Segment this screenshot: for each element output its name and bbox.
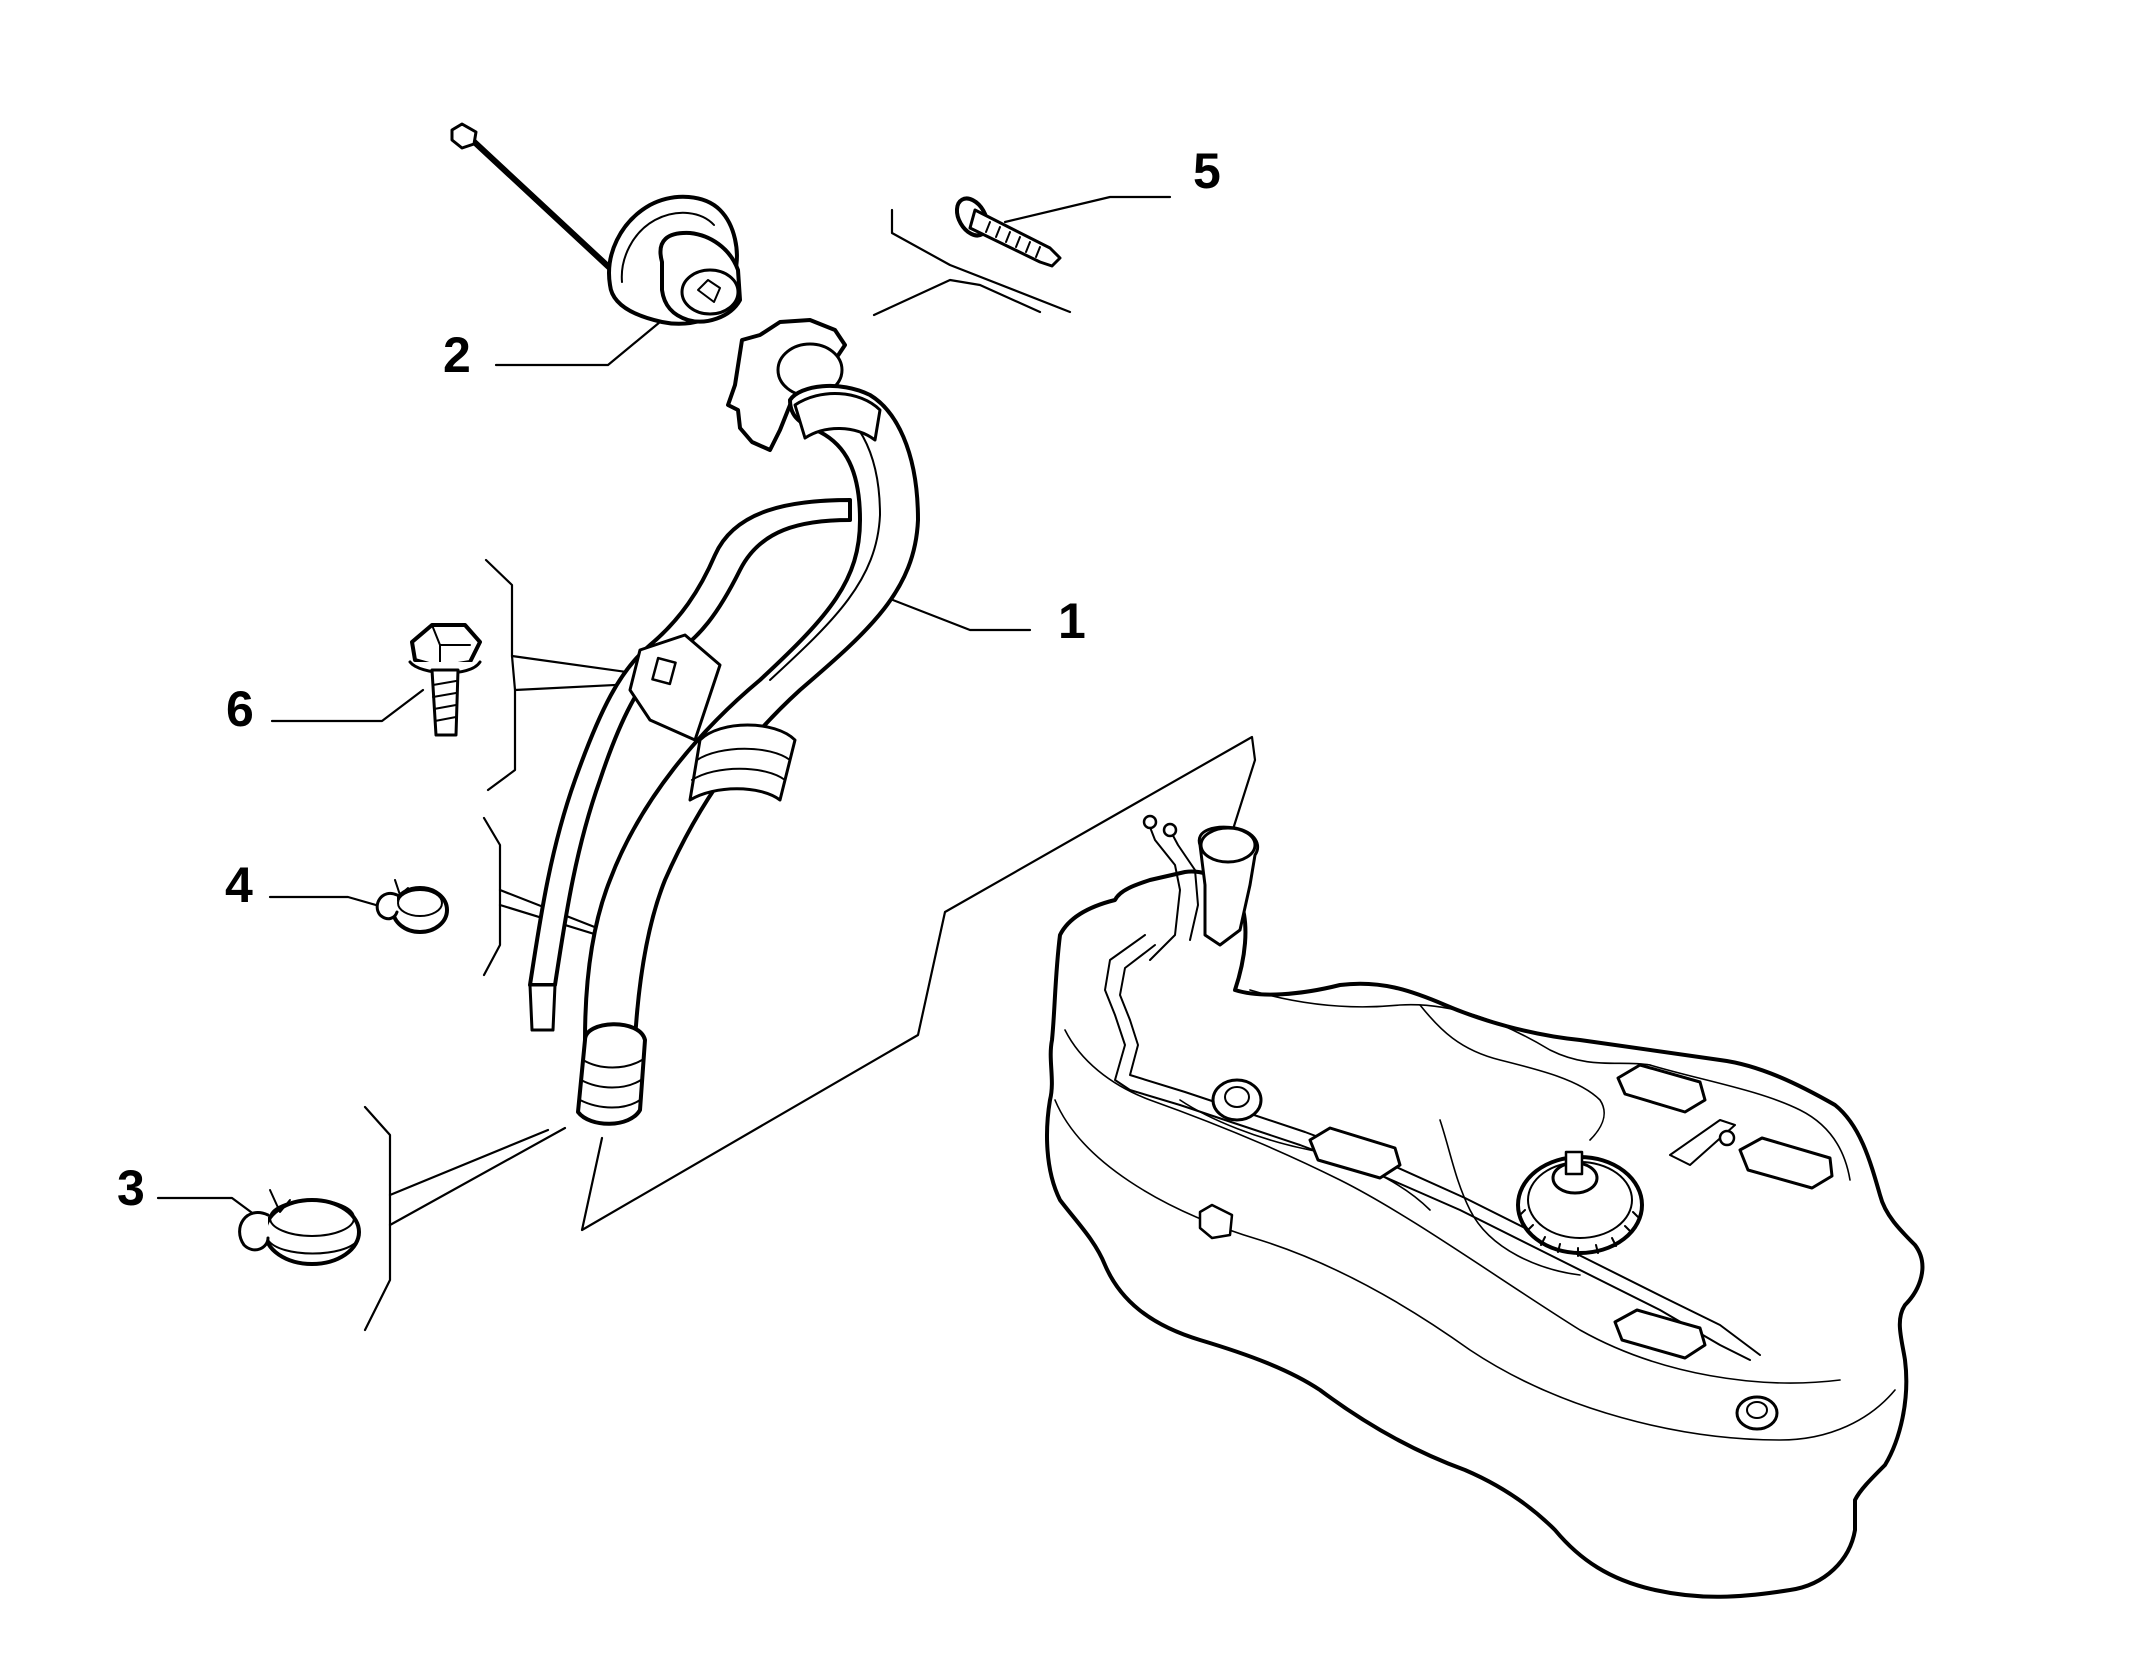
fuel-tank-contour-c xyxy=(1649,1064,1851,1181)
bracket-5 xyxy=(890,208,1072,314)
fuel-tank-side-connector xyxy=(1198,1203,1234,1240)
callout-3: 3 xyxy=(117,1160,257,1217)
filler-neck-main-pipe xyxy=(583,383,920,1042)
callout-label-2: 2 xyxy=(443,327,471,383)
leader-line-6 xyxy=(270,688,425,723)
fuel-cap-top xyxy=(680,268,740,316)
fuel-tank-contour-d xyxy=(1439,1119,1581,1276)
vent-hose-bracket-hole xyxy=(651,656,677,686)
leader-line-5 xyxy=(1003,195,1172,224)
callout-label-5: 5 xyxy=(1193,143,1221,199)
fuel-tank-vent-tube-b xyxy=(1169,829,1199,941)
vent-hose xyxy=(528,498,852,987)
hose-clamp-4-inner xyxy=(397,889,443,917)
callout-5: 5 xyxy=(1003,143,1221,224)
callout-2: 2 xyxy=(443,320,662,383)
fuel-cap xyxy=(450,122,742,326)
callout-label-6: 6 xyxy=(226,681,254,737)
fuel-tank-pad-3 xyxy=(1738,1136,1834,1190)
vent-hose-end xyxy=(528,983,557,1032)
hose-clamp-4-ear xyxy=(375,891,399,921)
fuel-tank-port-right-inner xyxy=(1746,1401,1768,1419)
filler-neck-bellow-mid xyxy=(688,723,797,802)
hose-clamp-3-ear xyxy=(238,1211,270,1252)
filler-neck-collar-upper xyxy=(793,392,882,442)
fuel-tank-vent-cap-a xyxy=(1142,814,1158,830)
fuel-tank-contour-a xyxy=(1249,989,1651,1066)
fuel-tank-vent-tube-a xyxy=(1147,821,1181,961)
fuel-tank-port-right xyxy=(1735,1395,1779,1431)
fuel-cap-tether-clip xyxy=(450,122,478,150)
leader-line-2 xyxy=(494,320,662,367)
fuel-cap-flange-ridge xyxy=(620,211,715,283)
callout-label-1: 1 xyxy=(1058,593,1086,649)
fuel-tank-outline xyxy=(1045,869,1925,1599)
fuel-pump-connector xyxy=(1564,1150,1584,1176)
bracket-4 xyxy=(482,816,502,977)
hose-clamp-3 xyxy=(238,1189,361,1266)
fuel-tank-inlet-mouth xyxy=(1199,826,1257,864)
bracket-5-b xyxy=(872,278,1042,317)
vent-hose-bracket xyxy=(628,633,722,742)
fuel-tank-pad-4 xyxy=(1613,1308,1707,1360)
fuel-tank-strap-channel xyxy=(1669,1119,1736,1166)
filler-neck-outlet xyxy=(576,1022,647,1126)
screw-5 xyxy=(954,196,1062,268)
fuel-tank-port-left-inner xyxy=(1224,1086,1250,1108)
hose-clamp-4-tab xyxy=(394,879,409,896)
fuel-tank-line-a xyxy=(1104,934,1751,1361)
filler-neck xyxy=(528,318,920,1126)
fuel-tank-lower-edge xyxy=(1054,1099,1896,1441)
fuel-tank-small-fitting xyxy=(1718,1129,1736,1147)
bracket-3-pointer-b xyxy=(388,1126,567,1227)
fuel-cap-grip xyxy=(697,279,721,303)
bracket-3-pointer-a xyxy=(388,1128,550,1197)
bolt-6 xyxy=(408,623,482,737)
fuel-pump-serrations xyxy=(1518,1209,1640,1257)
fuel-tank xyxy=(1045,814,1925,1599)
filler-neck-bellow-rings xyxy=(691,747,791,781)
hose-clamp-3-band xyxy=(267,1239,359,1255)
bolt-6-thread xyxy=(432,680,457,722)
hose-clamp-3-tab xyxy=(269,1189,291,1213)
fuel-tank-upper-ridge xyxy=(1064,1029,1841,1384)
filler-neck-outlet-ribs xyxy=(579,1059,643,1109)
leader-line-1 xyxy=(878,593,1032,632)
fuel-tank-line-b xyxy=(1119,944,1761,1356)
callout-4: 4 xyxy=(225,857,385,913)
bracket-6 xyxy=(484,558,517,792)
callout-label-4: 4 xyxy=(225,857,253,913)
bolt-6-shank xyxy=(430,668,460,737)
fuel-tank-port-left xyxy=(1211,1078,1263,1122)
callout-6: 6 xyxy=(226,681,425,737)
bracket-3 xyxy=(363,1105,392,1332)
hose-clamp-3-inner xyxy=(269,1199,355,1237)
fuel-tank-contour-e xyxy=(1179,1099,1431,1211)
fuel-cap-tether xyxy=(467,135,615,273)
fuel-tank-pad-2 xyxy=(1616,1063,1707,1114)
tank-pointer-line xyxy=(580,735,1257,1232)
hose-clamp-4 xyxy=(375,879,449,934)
callout-1: 1 xyxy=(878,593,1086,649)
screw-5-shank xyxy=(968,208,1062,268)
leader-line-4 xyxy=(268,895,385,909)
fuel-tank-pad-1 xyxy=(1308,1126,1402,1180)
callout-label-3: 3 xyxy=(117,1160,145,1216)
bracket-lines xyxy=(363,208,1257,1332)
fuel-tank-vent-cap-b xyxy=(1162,822,1178,838)
fuel-tank-contour-b xyxy=(1419,1004,1605,1141)
screw-5-thread xyxy=(985,221,1041,258)
leader-line-3 xyxy=(156,1196,257,1217)
